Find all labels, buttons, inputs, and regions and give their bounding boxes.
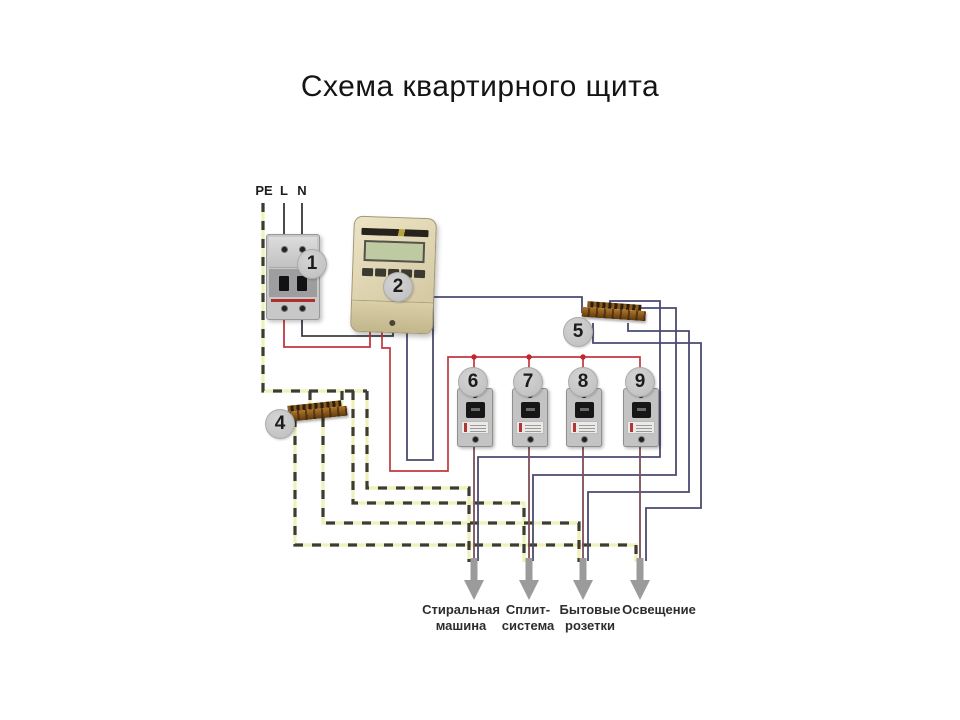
output-arrow-icon	[519, 558, 539, 600]
circuit-label-split-system: Сплит- система	[501, 602, 555, 633]
breaker-to-meter-line	[283, 314, 371, 348]
meter-button	[413, 269, 426, 279]
neutral-branch-wire	[587, 323, 690, 561]
red-stripe	[271, 299, 315, 302]
meter-button	[361, 267, 374, 277]
junction-dot	[580, 354, 586, 360]
supply-label-l: L	[280, 183, 288, 198]
component-number-5: 5	[563, 317, 593, 347]
breaker-washing-machine	[457, 388, 493, 447]
meter-lcd-display	[363, 239, 426, 264]
circuit-label-washing-machine: Стиральная машина	[422, 602, 500, 633]
pe-wire-dash	[365, 389, 471, 564]
circuit-label-sockets: Бытовые розетки	[559, 602, 621, 633]
breaker-toggle	[465, 402, 485, 418]
meter-to-nbus-wire	[406, 296, 583, 461]
terminal-screw	[299, 305, 306, 312]
supply-label-n: N	[297, 183, 307, 198]
component-number-1: 1	[297, 249, 327, 279]
pe-wire	[351, 389, 526, 564]
line-link-wire	[283, 314, 371, 348]
terminal-screw	[281, 305, 288, 312]
breaker-toggle	[631, 402, 651, 418]
output-arrow-icon	[630, 558, 650, 600]
meter-brand-strip	[361, 227, 429, 238]
terminal-screw	[281, 246, 288, 253]
meter-terminal-cover	[351, 299, 434, 334]
meter-button	[374, 268, 387, 277]
junction-dot	[471, 354, 477, 360]
pe-wire	[365, 389, 471, 564]
circuit-label-lighting: Освещение	[622, 602, 696, 617]
breaker-toggle	[574, 402, 594, 418]
component-number-6: 6	[458, 367, 488, 397]
pe-wire-dash	[351, 389, 526, 564]
component-number-7: 7	[513, 367, 543, 397]
output-arrows	[464, 558, 650, 600]
breaker-lighting	[623, 388, 659, 447]
breaker-label-face	[516, 421, 544, 434]
breaker-toggle	[279, 276, 289, 291]
component-number-8: 8	[568, 367, 598, 397]
line-bus-wire	[381, 327, 641, 472]
breaker-label-face	[627, 421, 655, 434]
line-junction-dots	[471, 354, 586, 360]
breaker-label-face	[461, 421, 489, 434]
breaker-toggle	[297, 276, 307, 291]
terminal-screw	[637, 436, 645, 443]
neutral-branch-wire	[592, 323, 702, 561]
meter-seal-screw	[388, 319, 395, 327]
component-number-2: 2	[383, 272, 413, 302]
circuit-line-drops	[473, 444, 641, 561]
component-number-9: 9	[625, 367, 655, 397]
terminal-screw	[526, 436, 534, 443]
breaker-split-system	[512, 388, 548, 447]
junction-dot	[526, 354, 532, 360]
breaker-sockets	[566, 388, 602, 447]
breaker-label-face	[570, 421, 598, 434]
output-arrow-icon	[573, 558, 593, 600]
breaker-toggle	[520, 402, 540, 418]
output-arrow-icon	[464, 558, 484, 600]
terminal-screw	[580, 436, 588, 443]
component-number-4: 4	[265, 409, 295, 439]
page-title: Схема квартирного щита	[300, 70, 660, 103]
supply-label-pe: PE	[255, 183, 273, 198]
terminal-screw	[471, 436, 479, 443]
